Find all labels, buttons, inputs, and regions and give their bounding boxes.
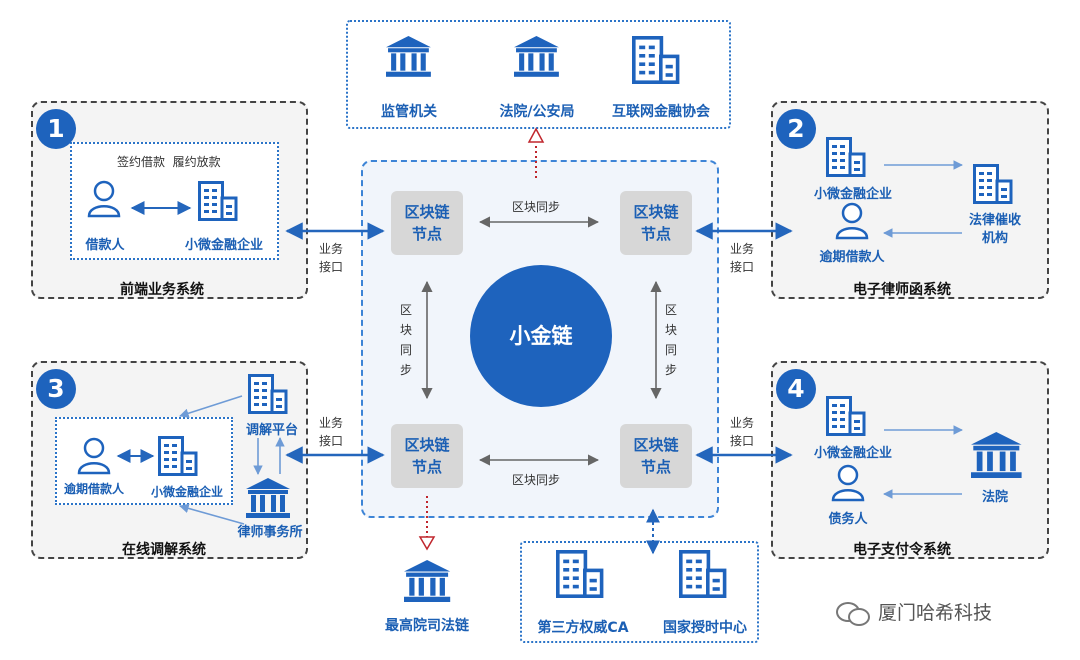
third-party-ca-label: 第三方权威CA [537,620,629,636]
association-building-icon [631,35,680,85]
blockchain-node-top-right: 区块链 节点 [620,191,692,255]
panel4-number-badge: 4 [776,369,816,409]
block-sync-bottom-label: 区块同步 [512,473,561,487]
business-interface-label: 业务接口 [319,416,344,448]
company-building-icon [826,137,866,177]
overdue-borrower-person-icon [77,437,111,475]
national-time-center-label: 国家授时中心 [663,620,747,636]
xiaojinlian-hub: 小金链 [470,265,612,407]
business-interface-label: 业务接口 [730,416,755,448]
association-label: 互联网金融协会 [612,104,710,120]
panel4-title: 电子支付令系统 [853,542,951,558]
borrower-label: 借款人 [85,238,125,253]
block-sync-top-label: 区块同步 [512,200,561,214]
panel2-number-badge: 2 [776,109,816,149]
panel3-number-badge: 3 [36,369,76,409]
company-building-icon [158,436,198,476]
law-firm-label: 律师事务所 [237,525,303,540]
borrower-person-icon [87,180,121,218]
node-label-line1: 区块链 [633,436,679,454]
supreme-court-bank-icon [404,560,451,602]
debtor-person-icon [831,464,865,502]
regulator-bank-icon [386,36,431,77]
time-center-building-icon [678,549,727,599]
company-label: 小微金融企业 [184,238,263,253]
law-firm-bank-icon [246,478,290,518]
node-label-line2: 节点 [640,225,671,243]
panel1-number-badge: 1 [36,109,76,149]
ca-building-icon [555,549,604,599]
company-label: 小微金融企业 [813,187,892,202]
watermark-text: 厦门哈希科技 [878,602,993,624]
panel2-title: 电子律师函系统 [853,282,951,298]
company-building-icon [826,396,866,436]
company-building-icon [198,181,238,221]
node-label-line1: 区块链 [633,203,679,221]
debtor-label: 债务人 [828,512,868,527]
mediation-platform-label: 调解平台 [245,423,298,438]
company-label: 小微金融企业 [150,485,223,499]
company-label: 小微金融企业 [813,446,892,461]
node-label-line2: 节点 [640,458,671,476]
node-label-line2: 节点 [411,458,442,476]
supreme-court-chain-label: 最高院司法链 [385,618,469,634]
court-label: 法院 [981,490,1008,505]
block-sync-right-label: 区块 同步 [664,303,677,377]
collection-agency-label: 法律催收机构 [968,213,1021,246]
court-police-label: 法院/公安局 [499,104,575,120]
node-label-line1: 区块链 [404,203,450,221]
overdue-borrower-person-icon [835,202,869,240]
overdue-borrower-label: 逾期借款人 [819,250,885,265]
court-bank-icon [971,432,1022,478]
business-interface-label: 业务接口 [319,242,344,274]
node-label-line2: 节点 [411,225,442,243]
mediation-platform-building-icon [248,374,288,414]
block-sync-left-label: 区块 同步 [399,303,412,377]
watermark: 厦门哈希科技 [836,598,1072,628]
blockchain-node-bottom-left: 区块链 节点 [391,424,463,488]
business-interface-label: 业务接口 [730,242,755,274]
regulator-label: 监管机关 [381,104,437,120]
panel3-title: 在线调解系统 [122,542,206,558]
court-police-bank-icon [514,36,559,77]
node-label-line1: 区块链 [404,436,450,454]
collection-agency-building-icon [973,164,1013,204]
overdue-borrower-label: 逾期借款人 [63,482,124,496]
blockchain-node-bottom-right: 区块链 节点 [620,424,692,488]
sign-loan-text: 签约借款 履约放款 [117,155,221,169]
wechat-icon [836,600,872,626]
blockchain-node-top-left: 区块链 节点 [391,191,463,255]
panel1-title: 前端业务系统 [120,282,204,298]
